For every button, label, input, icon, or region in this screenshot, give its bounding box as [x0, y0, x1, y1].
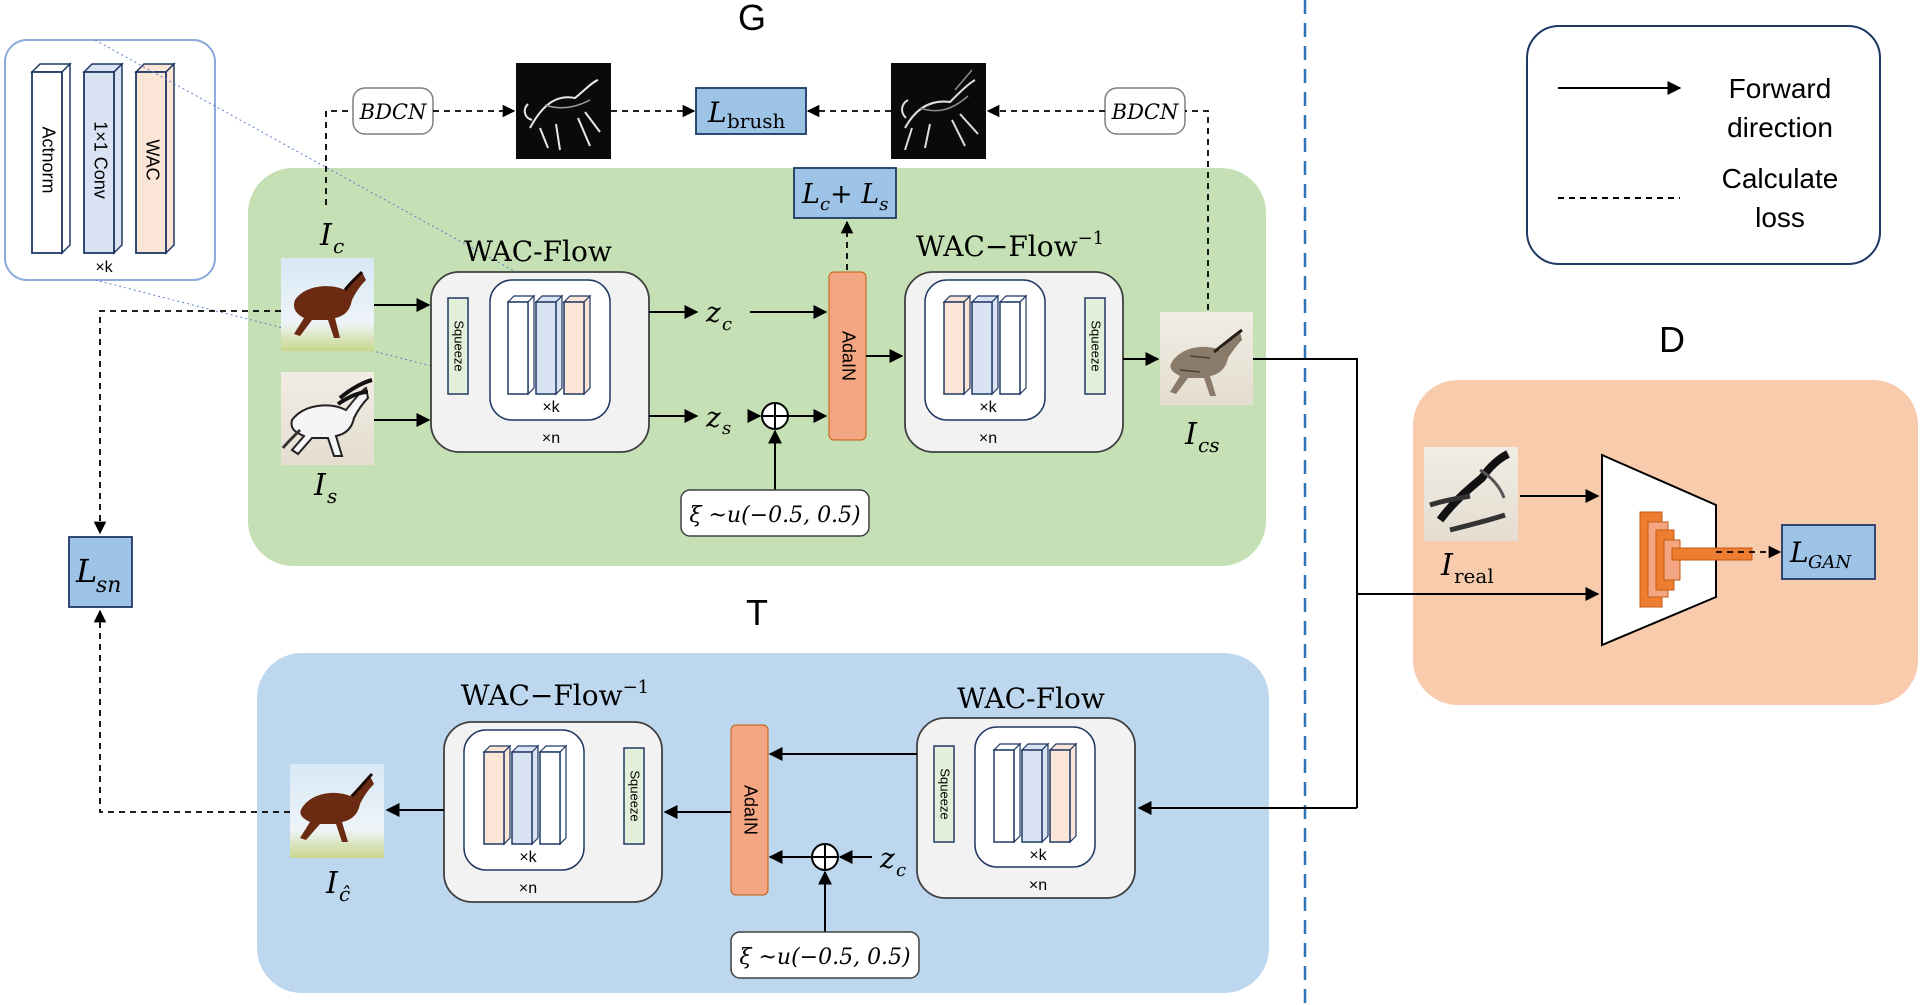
ic-to-bdcn-line: [325, 110, 353, 205]
edge-map-style: [891, 63, 986, 159]
adain-t-block[interactable]: [730, 724, 769, 896]
inset-wac-layer: WAC: [134, 62, 176, 255]
ireal-label: I: [1440, 548, 1454, 583]
content-style-loss-box: [793, 167, 897, 219]
svg-text:Squeeze: Squeeze: [628, 770, 643, 821]
ics-route-line: [1253, 358, 1358, 808]
squeeze-layer-t1: Squeeze: [933, 745, 955, 843]
conv-stack-icon: [1639, 511, 1753, 608]
wac-flow-inv-t-title: WAC−Flow−1: [461, 677, 649, 712]
xn-t1: ×n: [1029, 877, 1047, 894]
brush-loss-sub: brush: [727, 109, 786, 133]
svg-text:WAC: WAC: [142, 139, 162, 180]
generator-panel: [248, 168, 1266, 566]
zc-t-label: z: [879, 842, 895, 875]
zc-label: z: [705, 296, 721, 329]
bdcn-left-label: BDCN: [359, 100, 427, 124]
add-noise-node-t: [811, 843, 839, 871]
wac-flow-g-title: WAC-Flow: [464, 235, 612, 268]
xk-g2: ×k: [979, 399, 997, 416]
ichat-to-sn-loss-line: [93, 609, 290, 813]
bdcn-right-label: BDCN: [1111, 100, 1179, 124]
legend-forward-label-2: direction: [1727, 112, 1833, 143]
zc-sub: c: [722, 314, 732, 335]
legend-box: [1526, 25, 1881, 265]
xn-g1: ×n: [542, 430, 560, 447]
squeeze-layer-g2: Squeeze: [1084, 297, 1106, 395]
sn-loss-box: [68, 536, 133, 608]
noise-label-t: ξ ~u(−0.5, 0.5): [739, 945, 910, 970]
brush-loss-label: L: [707, 96, 727, 129]
svg-text:Squeeze: Squeeze: [1089, 320, 1104, 371]
is-label: I: [313, 468, 327, 503]
is-sub: s: [327, 484, 337, 508]
ic-label: I: [319, 218, 333, 253]
wac-flow-t-title: WAC-Flow: [957, 682, 1105, 715]
svg-text:Actnorm: Actnorm: [38, 126, 58, 193]
legend-forward-label: Forward: [1729, 73, 1832, 104]
ics-to-bdcn-line: [1185, 110, 1209, 310]
adain-t-label: AdaIN: [740, 785, 760, 835]
discriminator-title: D: [1659, 319, 1685, 360]
ichat-sub: ĉ: [339, 882, 350, 906]
gan-loss-label: L: [1789, 536, 1809, 569]
zs-label: z: [705, 401, 721, 434]
legend-loss-label: Calculate: [1722, 163, 1839, 194]
noise-label-g: ξ ~u(−0.5, 0.5): [689, 503, 860, 528]
ic-to-sn-loss-line: [93, 310, 281, 535]
content-image[interactable]: [281, 258, 374, 351]
reconstructed-image[interactable]: [290, 764, 384, 858]
gan-loss-sub: GAN: [1808, 552, 1852, 573]
edge-map-content: [516, 63, 611, 159]
ireal-sub: real: [1454, 564, 1494, 588]
sn-loss-sub: sn: [96, 573, 121, 598]
zs-sub: s: [722, 418, 731, 439]
squeeze-layer-t2: Squeeze: [623, 747, 645, 845]
zoom-line-top: [94, 39, 546, 289]
content-style-loss-label: Lc+ Ls: [801, 179, 888, 215]
gan-loss-box: [1781, 524, 1876, 580]
wac-flow-inv-g-title: WAC−Flow−1: [916, 228, 1104, 263]
layers-t1: [992, 742, 1078, 844]
style-image[interactable]: [281, 372, 374, 465]
xk-g1: ×k: [542, 399, 560, 416]
inset-conv-layer: 1×1 Conv: [82, 62, 124, 255]
inset-actnorm-layer: Actnorm: [30, 62, 72, 255]
layers-g2: [942, 294, 1028, 396]
inset-repeat-label: ×k: [95, 259, 113, 276]
brush-loss-box: [695, 87, 807, 135]
add-noise-node-g: [761, 402, 789, 430]
zc-t-sub: c: [896, 860, 906, 881]
layers-t2: [482, 744, 568, 846]
ichat-label: I: [325, 866, 339, 901]
legend-loss-label-2: loss: [1755, 202, 1805, 233]
xn-t2: ×n: [519, 880, 537, 897]
svg-text:Squeeze: Squeeze: [452, 320, 467, 371]
noise-box-t: [730, 931, 920, 979]
sn-loss-label: L: [75, 552, 97, 590]
ics-sub: cs: [1198, 433, 1219, 457]
adain-g-label: AdaIN: [838, 331, 858, 381]
real-image[interactable]: [1424, 447, 1518, 541]
xn-g2: ×n: [979, 430, 997, 447]
svg-text:Squeeze: Squeeze: [938, 768, 953, 819]
ic-sub: c: [333, 234, 344, 258]
ics-label: I: [1184, 417, 1198, 452]
xk-t2: ×k: [519, 849, 537, 866]
svg-text:1×1 Conv: 1×1 Conv: [90, 121, 110, 199]
squeeze-layer-g1: Squeeze: [447, 297, 469, 395]
xk-t1: ×k: [1029, 847, 1047, 864]
layers-g1: [506, 294, 592, 396]
transform-title: T: [746, 592, 768, 633]
generator-title: G: [738, 0, 766, 38]
stylized-image[interactable]: [1160, 312, 1253, 405]
noise-box-g: [680, 489, 870, 537]
